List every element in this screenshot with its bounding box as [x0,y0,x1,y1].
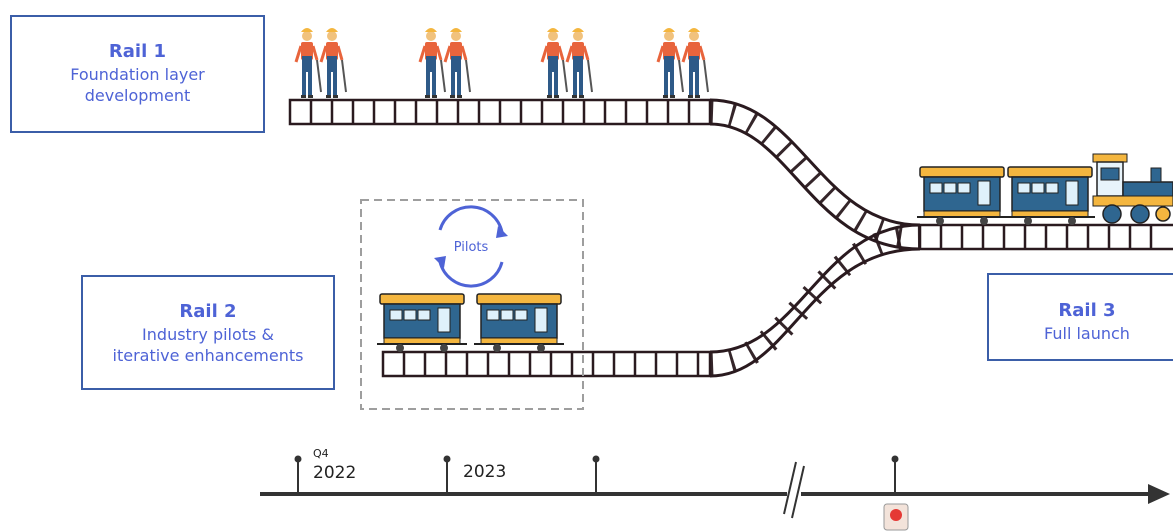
locomotive-icon [1092,153,1173,224]
train-car-icon [916,166,1008,226]
rail-2-box: Rail 2 Industry pilots & iterative enhan… [81,275,335,390]
worker-icon [294,26,348,100]
rail-2-track [381,350,712,378]
rail-1-track [288,98,712,126]
worker-icon [656,26,710,100]
cycle-arrows-icon [434,205,508,288]
pilots-dashed-frame [360,199,584,410]
train-car-icon [376,293,468,353]
timeline [260,455,1170,519]
rail-1-box: Rail 1 Foundation layer development [10,15,265,133]
cursor-icon [883,503,909,531]
rail-1-curve [709,98,921,251]
worker-icon [540,26,594,100]
rail-2-title: Rail 2 [179,301,237,322]
rail-2-subtitle-line-1: Industry pilots & [142,325,274,344]
rail-3-subtitle-line-1: Full launch [1044,324,1130,343]
rail-3-title: Rail 3 [1058,300,1116,321]
rail-2-curve [709,223,921,378]
timeline-year-2023: 2023 [463,462,507,482]
rail-1-subtitle-line-1: Foundation layer [70,65,205,84]
timeline-quarter-label: Q4 [313,447,329,460]
pilots-label: Pilots [453,240,489,255]
rail-1-subtitle-line-2: development [84,86,191,105]
rail-2-subtitle-line-2: iterative enhancements [112,346,304,365]
worker-icon [418,26,472,100]
rail-3-box: Rail 3 Full launch [987,273,1173,361]
timeline-year-2022: 2022 [313,463,357,483]
train-car-icon [473,293,565,353]
rail-3-track [918,223,1173,251]
train-car-icon [1004,166,1096,226]
rail-1-title: Rail 1 [108,41,167,62]
